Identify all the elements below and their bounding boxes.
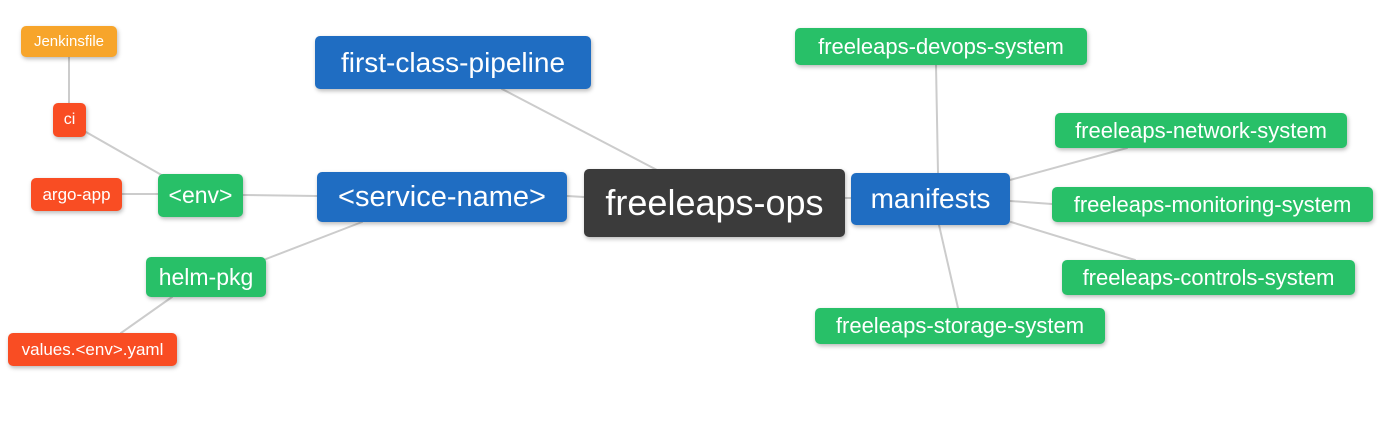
node-argo-app[interactable]: argo-app xyxy=(31,178,122,211)
edge-manifests-controls xyxy=(1010,221,1136,261)
node-freeleaps-devops-system[interactable]: freeleaps-devops-system xyxy=(795,28,1087,65)
node-env[interactable]: <env> xyxy=(158,174,243,217)
node-freeleaps-ops-root[interactable]: freeleaps-ops xyxy=(584,169,845,237)
node-ci[interactable]: ci xyxy=(53,103,86,137)
edge-service-freeleaps-ops xyxy=(566,195,585,198)
node-manifests[interactable]: manifests xyxy=(851,173,1010,225)
node-freeleaps-network-system[interactable]: freeleaps-network-system xyxy=(1055,113,1347,148)
edge-env-service-name xyxy=(242,194,318,197)
edge-manifests-monitoring xyxy=(1009,200,1053,205)
edge-manifests-devops xyxy=(935,64,939,174)
node-service-name[interactable]: <service-name> xyxy=(317,172,567,222)
node-freeleaps-storage-system[interactable]: freeleaps-storage-system xyxy=(815,308,1105,344)
node-values-env-yaml[interactable]: values.<env>.yaml xyxy=(8,333,177,366)
node-freeleaps-controls-system[interactable]: freeleaps-controls-system xyxy=(1062,260,1355,295)
edge-ci-env xyxy=(85,131,166,178)
edge-helm-pkg-values-yaml xyxy=(120,296,173,334)
node-freeleaps-monitoring-system[interactable]: freeleaps-monitoring-system xyxy=(1052,187,1373,222)
node-first-class-pipeline[interactable]: first-class-pipeline xyxy=(315,36,591,89)
edge-manifests-network xyxy=(1009,147,1128,181)
node-jenkinsfile[interactable]: Jenkinsfile xyxy=(21,26,117,57)
node-helm-pkg[interactable]: helm-pkg xyxy=(146,257,266,297)
edge-manifests-storage xyxy=(938,224,959,309)
edge-pipeline-freeleaps-ops xyxy=(501,88,658,171)
edge-helm-pkg-service-name xyxy=(265,221,363,260)
